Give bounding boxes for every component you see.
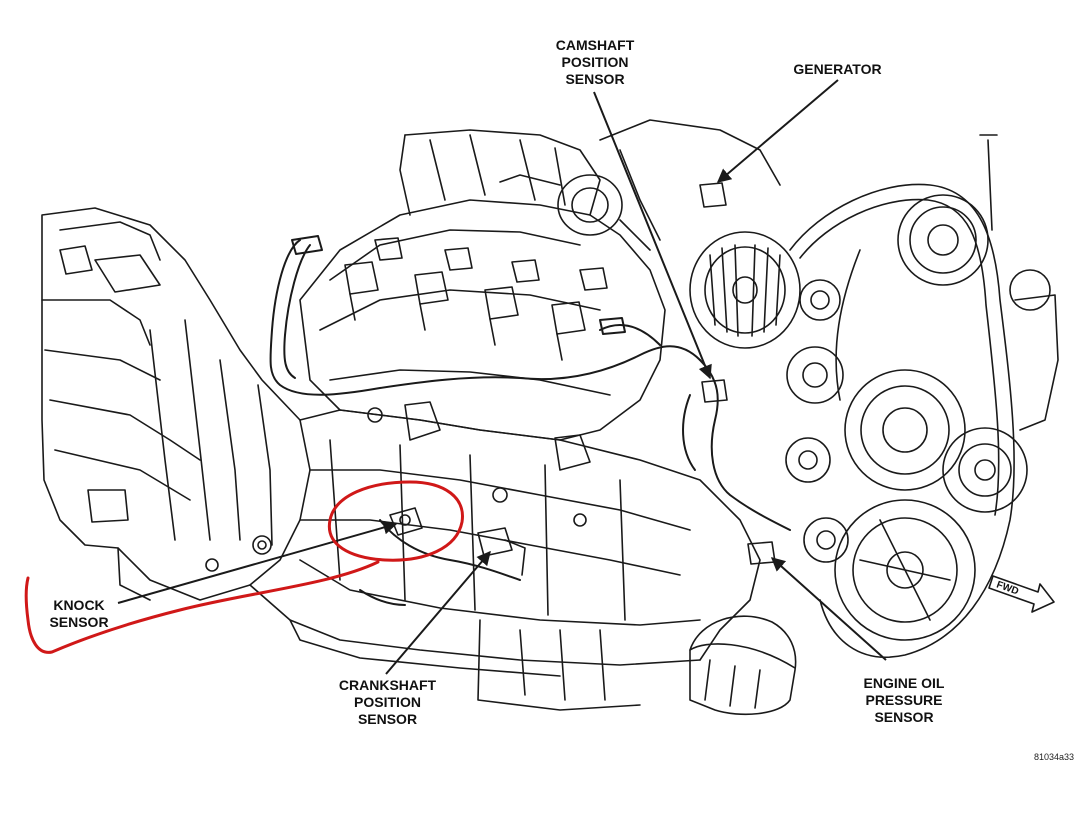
ignition-coils	[344, 237, 608, 471]
generator-leader-line	[716, 79, 839, 183]
fwd-arrow-icon	[988, 575, 1055, 613]
camshaft-position-sensor-label: CAMSHAFT POSITION SENSOR	[555, 37, 635, 87]
engine-oil-pressure-sensor-label: ENGINE OIL PRESSURE SENSOR	[863, 675, 945, 725]
oil-filter	[689, 615, 797, 716]
camshaft-leader-line	[593, 91, 712, 380]
knock-sensor-body	[389, 507, 423, 536]
crankshaft-leader-line	[385, 550, 491, 675]
figure-number: 81034a33	[1033, 752, 1074, 762]
crankshaft-position-sensor-label: CRANKSHAFT POSITION SENSOR	[338, 677, 437, 727]
generator-label: GENERATOR	[793, 61, 882, 77]
knock-sensor-highlight-underline	[24, 560, 380, 654]
intake-manifold	[299, 119, 781, 441]
air-intake-tube	[499, 174, 651, 251]
generator-unit	[689, 182, 801, 349]
engine-block	[299, 407, 761, 661]
camshaft-sensor-body	[701, 379, 728, 403]
crankshaft-sensor-body	[477, 527, 526, 576]
knock-leader-line	[117, 520, 398, 604]
knock-sensor-label: KNOCK SENSOR	[49, 597, 109, 630]
wiring-harness	[269, 235, 791, 606]
knock-sensor-highlight-circle	[327, 480, 464, 562]
belt-drive	[785, 134, 1059, 658]
oil-pan	[249, 559, 701, 711]
transmission-housing	[41, 207, 311, 601]
oil-pressure-leader-line	[770, 557, 887, 661]
